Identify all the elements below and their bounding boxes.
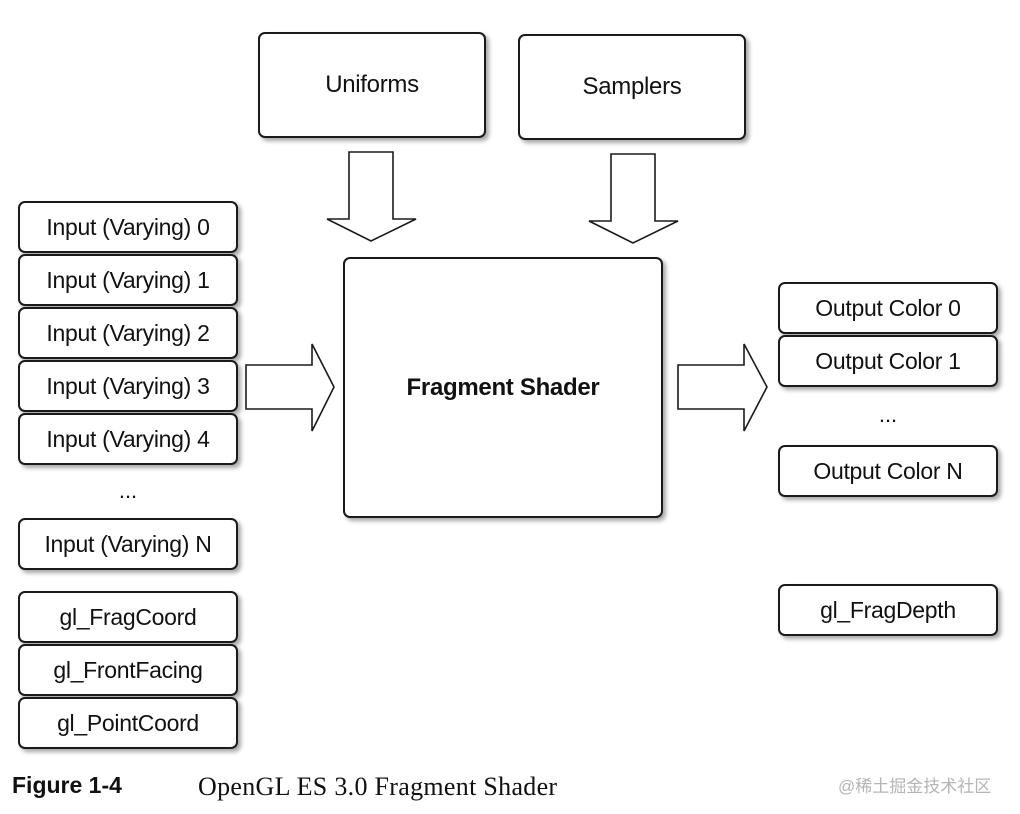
varying-input-box-last: Input (Varying) N <box>18 518 238 570</box>
builtin-input-label: gl_FragCoord <box>59 603 197 630</box>
varying-input-box: Input (Varying) 0 <box>18 201 238 253</box>
varying-input-box: Input (Varying) 3 <box>18 360 238 412</box>
builtin-input-box: gl_FrontFacing <box>18 644 238 696</box>
samplers-down-arrow <box>588 153 679 244</box>
uniforms-label: Uniforms <box>325 71 419 98</box>
uniforms-box: Uniforms <box>258 32 486 138</box>
watermark: @稀土掘金技术社区 <box>838 777 992 796</box>
fragment-shader-box: Fragment Shader <box>343 257 663 518</box>
varying-input-label: Input (Varying) N <box>44 530 212 557</box>
varying-input-label: Input (Varying) 4 <box>46 425 210 452</box>
figure-title: OpenGL ES 3.0 Fragment Shader <box>198 772 558 801</box>
varying-input-label: Input (Varying) 0 <box>46 213 210 240</box>
frag-depth-label: gl_FragDepth <box>820 596 956 623</box>
inputs-right-arrow <box>245 343 335 432</box>
outputs-ellipsis: ... <box>878 402 898 427</box>
builtin-input-label: gl_FrontFacing <box>53 656 203 683</box>
varying-input-label: Input (Varying) 1 <box>46 266 210 293</box>
outputs-right-arrow <box>677 343 768 432</box>
output-color-label: Output Color 0 <box>815 294 961 321</box>
varying-input-box: Input (Varying) 2 <box>18 307 238 359</box>
samplers-box: Samplers <box>518 34 746 140</box>
varying-input-box: Input (Varying) 1 <box>18 254 238 306</box>
builtin-input-box: gl_PointCoord <box>18 697 238 749</box>
builtin-input-box: gl_FragCoord <box>18 591 238 643</box>
output-color-box-last: Output Color N <box>778 445 998 497</box>
varying-input-label: Input (Varying) 3 <box>46 372 210 399</box>
output-color-box: Output Color 1 <box>778 335 998 387</box>
samplers-label: Samplers <box>582 73 682 100</box>
uniforms-down-arrow <box>326 151 417 242</box>
varying-input-box: Input (Varying) 4 <box>18 413 238 465</box>
output-color-box: Output Color 0 <box>778 282 998 334</box>
output-color-label: Output Color 1 <box>815 347 961 374</box>
varying-input-label: Input (Varying) 2 <box>46 319 210 346</box>
builtin-input-label: gl_PointCoord <box>57 709 199 736</box>
varying-ellipsis: ... <box>118 478 138 503</box>
frag-depth-box: gl_FragDepth <box>778 584 998 636</box>
fragment-shader-label: Fragment Shader <box>406 373 600 401</box>
output-color-label: Output Color N <box>813 457 963 484</box>
figure-label: Figure 1-4 <box>12 772 122 798</box>
